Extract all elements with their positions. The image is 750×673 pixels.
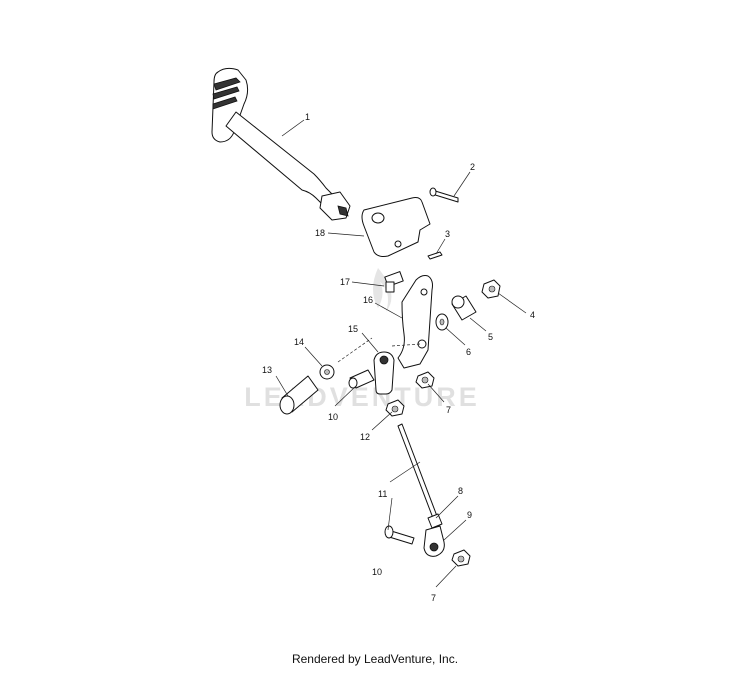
- part-3-cotter-pin: [427, 251, 443, 260]
- part-8-jam-nut: [427, 513, 443, 529]
- callout-15: 15: [348, 324, 358, 334]
- part-5-bushing: [451, 295, 477, 321]
- callout-7-upper: 7: [446, 405, 451, 415]
- callout-16: 16: [363, 295, 373, 305]
- part-18-bracket: [361, 197, 431, 257]
- callout-11: 11: [378, 489, 387, 499]
- part-9-rod-end-lower: [423, 525, 445, 557]
- watermark: LEADVENTURE: [244, 268, 480, 412]
- callouts: 1 2 3 4 5 6 7 7 8 9 10 10 11 12 13 14 15…: [262, 112, 535, 603]
- callout-4: 4: [530, 310, 535, 320]
- callout-13: 13: [262, 365, 272, 375]
- part-15-rod-end: [373, 351, 395, 395]
- part-7-nut-upper: [415, 371, 435, 389]
- callout-2: 2: [470, 162, 475, 172]
- callout-9: 9: [467, 510, 472, 520]
- part-11-rod: [397, 423, 441, 527]
- part-10-bolt-lower: [384, 525, 415, 545]
- part-4-nut: [481, 279, 501, 299]
- part-7-nut-lower: [451, 549, 471, 567]
- callout-17: 17: [340, 277, 350, 287]
- callout-18: 18: [315, 228, 325, 238]
- part-10-spacer-upper: [348, 369, 375, 389]
- part-14-washer: [319, 364, 335, 380]
- callout-8: 8: [458, 486, 463, 496]
- callout-10-upper: 10: [328, 412, 338, 422]
- part-6-washer: [435, 313, 449, 331]
- part-13-bolt: [279, 375, 319, 415]
- part-12-nut: [385, 399, 405, 417]
- callout-7-lower: 7: [431, 593, 436, 603]
- part-16-mounting-plate: [397, 275, 433, 369]
- callout-10-lower: 10: [372, 567, 382, 577]
- callout-1: 1: [305, 112, 310, 122]
- callout-5: 5: [488, 332, 493, 342]
- part-1-brake-pedal: [211, 67, 351, 221]
- watermark-text: LEADVENTURE: [244, 382, 480, 412]
- part-2-clevis-pin: [429, 187, 459, 203]
- footer-credit: Rendered by LeadVenture, Inc.: [291, 652, 459, 666]
- callout-6: 6: [466, 347, 471, 357]
- callout-3: 3: [445, 229, 450, 239]
- callout-12: 12: [360, 432, 370, 442]
- leader-lines: [275, 119, 527, 588]
- part-17-bolt: [384, 271, 404, 293]
- callout-14: 14: [294, 337, 304, 347]
